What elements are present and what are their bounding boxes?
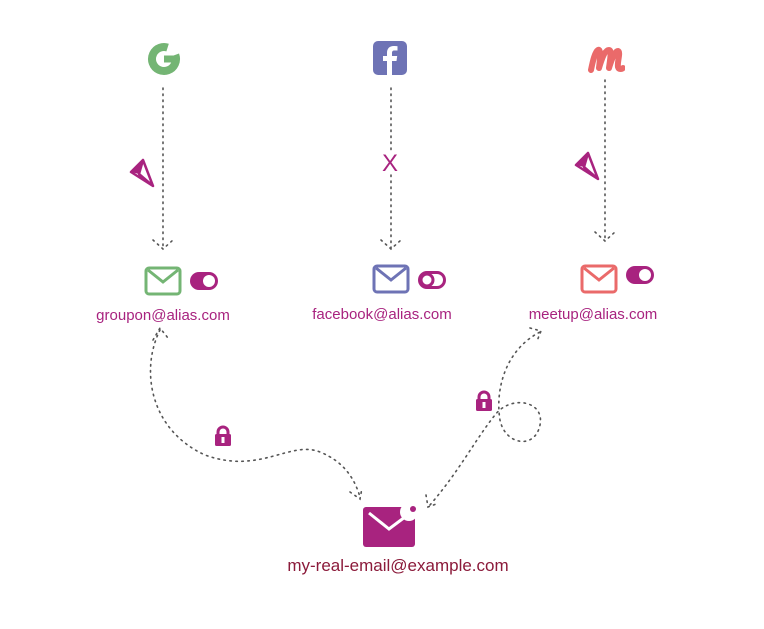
- facebook-alias-label: facebook@alias.com: [312, 306, 452, 323]
- envelope-notification-icon: [361, 503, 419, 554]
- meetup-alias-toggle[interactable]: [626, 266, 654, 284]
- facebook-alias-toggle[interactable]: [418, 271, 446, 289]
- groupon-alias-toggle[interactable]: [190, 272, 218, 290]
- real-email-label: my-real-email@example.com: [287, 556, 509, 575]
- meetup-m-icon: [585, 40, 626, 76]
- facebook-envelope-icon: [372, 264, 410, 299]
- groupon-envelope-icon: [144, 266, 182, 301]
- meetup-envelope-icon: [580, 264, 618, 299]
- groupon-alias-label: groupon@alias.com: [96, 307, 230, 324]
- groupon-g-icon: [147, 42, 181, 76]
- paper-plane-icon: [572, 151, 602, 183]
- meetup-alias-label: meetup@alias.com: [528, 306, 658, 323]
- lock-icon: [213, 425, 233, 452]
- lock-icon: [474, 390, 494, 417]
- x-blocked-icon: X: [382, 150, 399, 177]
- paper-plane-icon: [127, 158, 157, 190]
- facebook-f-icon: [373, 41, 407, 75]
